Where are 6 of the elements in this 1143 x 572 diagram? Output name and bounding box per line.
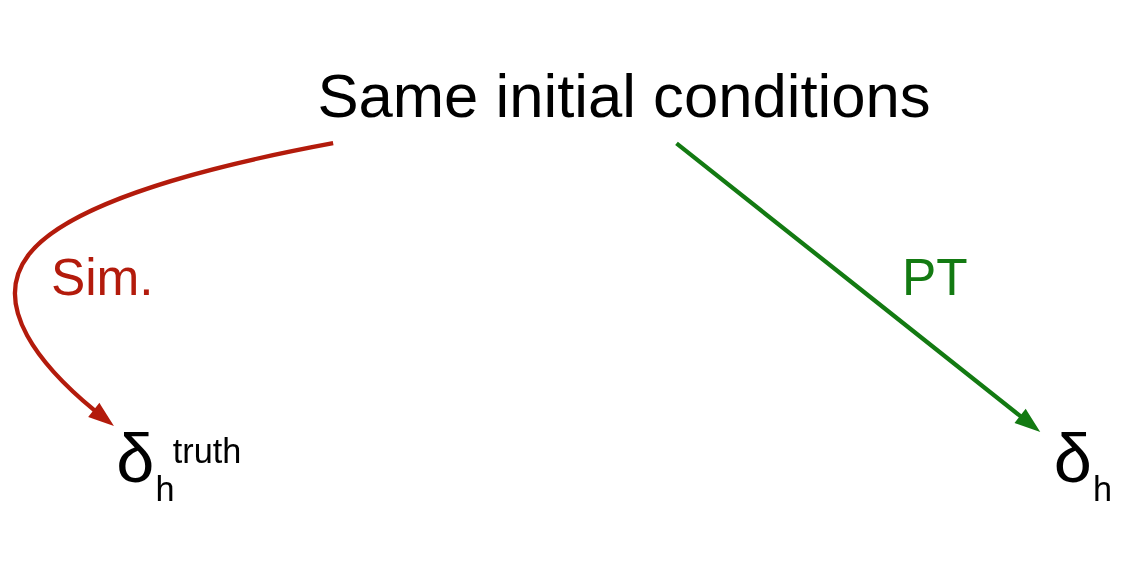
edge-label: Sim.: [50, 249, 154, 307]
arrow: [13, 141, 334, 426]
edge-label: PT: [902, 249, 967, 307]
node-text: Same initial conditions: [317, 61, 931, 131]
node-text: δ$_{h}$: [1053, 420, 1113, 509]
arrow: [675, 141, 1041, 432]
